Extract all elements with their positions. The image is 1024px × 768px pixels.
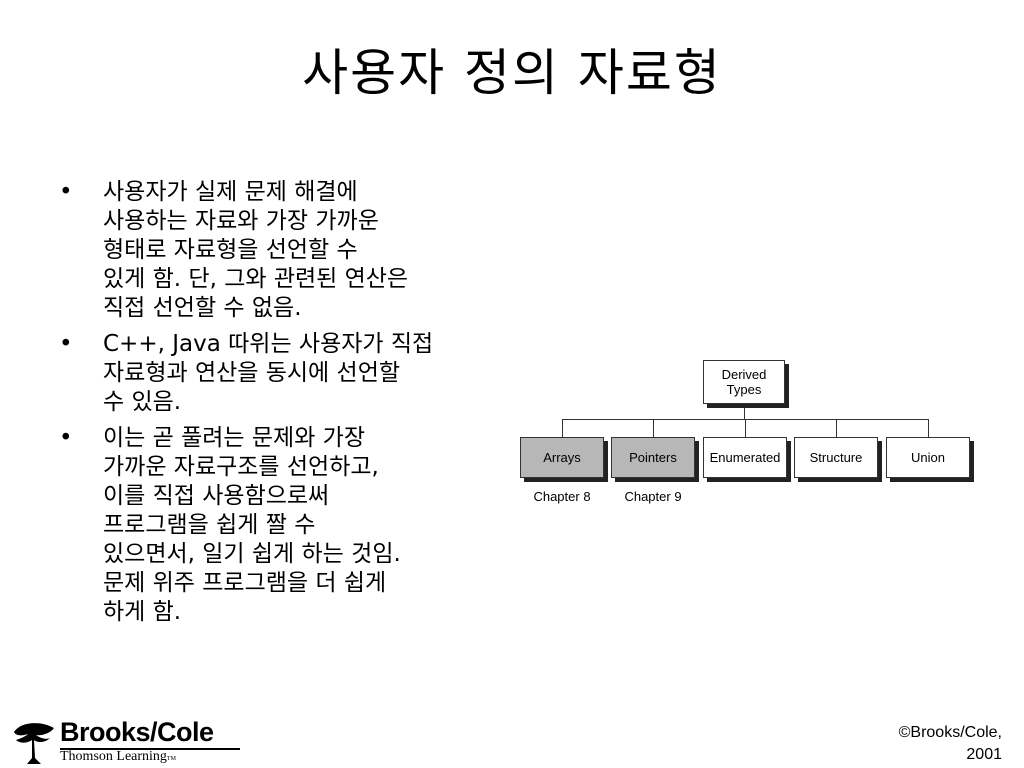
copyright-notice: ©Brooks/Cole, 2001 — [899, 722, 1002, 766]
bullet-item: • C++, Java 따위는 사용자가 직접 자료형과 연산을 동시에 선언할… — [55, 330, 505, 417]
bullet-marker: • — [59, 331, 73, 357]
pointers-chapter-label: Chapter 9 — [624, 489, 682, 504]
arrays-chapter-label: Chapter 8 — [533, 489, 591, 504]
logo-trademark: TM — [166, 756, 176, 762]
logo-divider — [60, 748, 240, 750]
connector-arrays — [562, 419, 563, 437]
bullet-text: C++, Java 따위는 사용자가 직접 자료형과 연산을 동시에 선언할 수… — [103, 331, 434, 415]
bullet-list: • 사용자가 실제 문제 해결에 사용하는 자료와 가장 가까운 형태로 자료형… — [55, 178, 505, 634]
slide-title: 사용자 정의 자료형 — [302, 44, 722, 102]
derived-types-diagram: Derived Types Arrays Pointers Enumerated… — [515, 355, 985, 515]
bullet-item: • 이는 곧 풀려는 문제와 가장 가까운 자료구조를 선언하고, 이를 직접 … — [55, 424, 505, 627]
logo-brand-text: Brooks/Cole — [60, 717, 214, 747]
structure-box: Structure — [794, 437, 878, 478]
bullet-text: 이는 곧 풀려는 문제와 가장 가까운 자료구조를 선언하고, 이를 직접 사용… — [103, 425, 401, 625]
bullet-text: 사용자가 실제 문제 해결에 사용하는 자료와 가장 가까운 형태로 자료형을 … — [103, 179, 409, 321]
connector-root-down — [744, 404, 745, 419]
pointers-box: Pointers — [611, 437, 695, 478]
bullet-marker: • — [59, 425, 73, 451]
enumerated-box: Enumerated — [703, 437, 787, 478]
copyright-year: 2001 — [966, 746, 1002, 763]
bullet-item: • 사용자가 실제 문제 해결에 사용하는 자료와 가장 가까운 형태로 자료형… — [55, 178, 505, 323]
tree-icon — [14, 723, 54, 764]
logo-subtitle-text: Thomson Learning — [60, 749, 167, 764]
arrays-box: Arrays — [520, 437, 604, 478]
copyright-line: ©Brooks/Cole, — [898, 724, 1002, 741]
derived-types-box: Derived Types — [703, 360, 785, 404]
logo-subtitle: Thomson LearningTM — [60, 749, 176, 767]
union-box: Union — [886, 437, 970, 478]
connector-pointers — [653, 419, 654, 437]
connector-enumerated — [745, 419, 746, 437]
publisher-logo: Brooks/Cole Thomson LearningTM — [10, 716, 250, 766]
connector-union — [928, 419, 929, 437]
connector-structure — [836, 419, 837, 437]
bullet-marker: • — [59, 179, 73, 205]
